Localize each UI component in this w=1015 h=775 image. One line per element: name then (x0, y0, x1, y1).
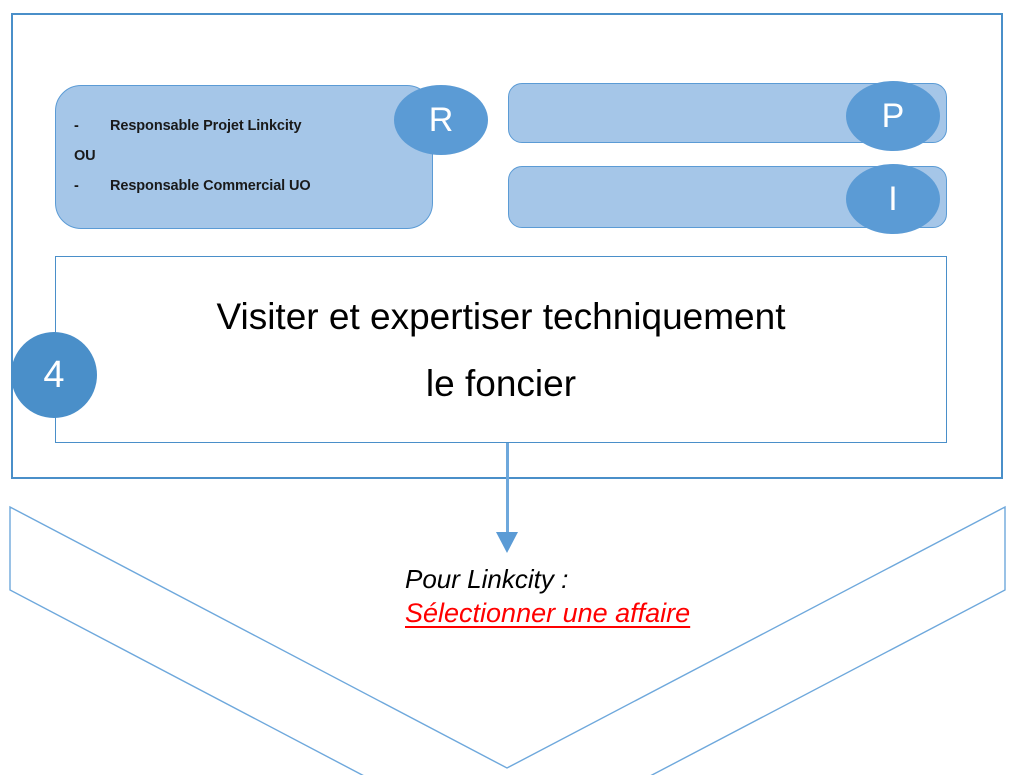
activity-title-line-2: le foncier (425, 362, 577, 404)
annotation-intro: Pour Linkcity : (405, 564, 569, 594)
role-bullet-3: - (74, 178, 79, 194)
activity-title-line-1: Visiter et expertiser techniquement (216, 295, 786, 337)
flow-connector-line (506, 443, 509, 535)
annotation-action[interactable]: Sélectionner une affaire (405, 598, 691, 629)
role-label-2: OU (74, 148, 96, 164)
role-line-3: - Responsable Commercial UO (74, 171, 414, 201)
annotation-block: Pour Linkcity : Sélectionner une affaire (405, 563, 825, 631)
chevron-banner-icon (9, 505, 1006, 775)
raci-badge-participant: P (846, 81, 940, 151)
raci-responsible-roles: - Responsable Projet Linkcity OU - Respons… (74, 111, 414, 201)
role-label-3: Responsable Commercial UO (110, 178, 311, 194)
role-line-1: - Responsable Projet Linkcity (74, 111, 414, 141)
activity-box: Visiter et expertiser techniquement le f… (55, 256, 947, 443)
step-number-badge: 4 (11, 332, 97, 418)
flow-arrow-icon (496, 532, 518, 553)
role-line-2: OU (74, 141, 414, 171)
role-bullet-1: - (74, 118, 79, 134)
raci-responsible-box[interactable]: - Responsable Projet Linkcity OU - Respons… (55, 85, 433, 229)
role-label-1: Responsable Projet Linkcity (110, 118, 302, 134)
raci-badge-responsible: R (394, 85, 488, 155)
raci-badge-informed: I (846, 164, 940, 234)
